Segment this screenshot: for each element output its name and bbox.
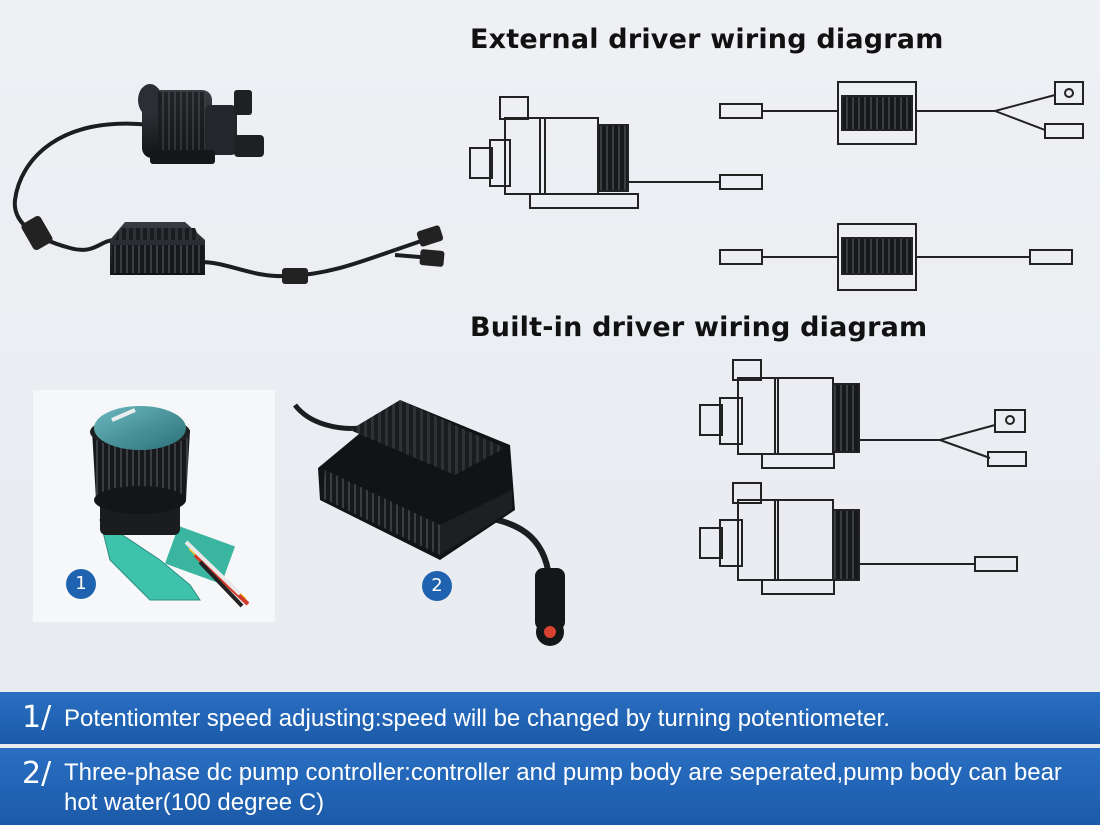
note-text: Three-phase dc pump controller:controlle… [64,759,1062,816]
note-text: Potentiomter speed adjusting:speed will … [64,705,890,732]
note-number: 2/ [22,756,52,791]
potentiometer-knob-photo [90,406,250,608]
note-number: 1/ [22,700,52,735]
builtin-pump-drawing-2 [699,482,1018,595]
external-driver-heading: External driver wiring diagram [470,24,944,55]
external-driver-drawing-1 [719,81,1084,145]
pump-with-external-driver-photo [12,84,445,284]
note-banner-1: 1/ Potentiomter speed adjusting:speed wi… [0,692,1100,744]
note-banner-2: 2/ Three-phase dc pump controller:contro… [0,748,1100,825]
external-pump-drawing [469,96,763,209]
badge-number-2: 2 [422,571,452,601]
badge-number-1: 1 [66,569,96,599]
external-driver-drawing-2 [719,223,1073,291]
builtin-pump-drawing-1 [699,359,1027,469]
builtin-driver-heading: Built-in driver wiring diagram [470,312,928,343]
illustrations [12,81,1084,646]
three-phase-controller-photo [293,400,565,646]
